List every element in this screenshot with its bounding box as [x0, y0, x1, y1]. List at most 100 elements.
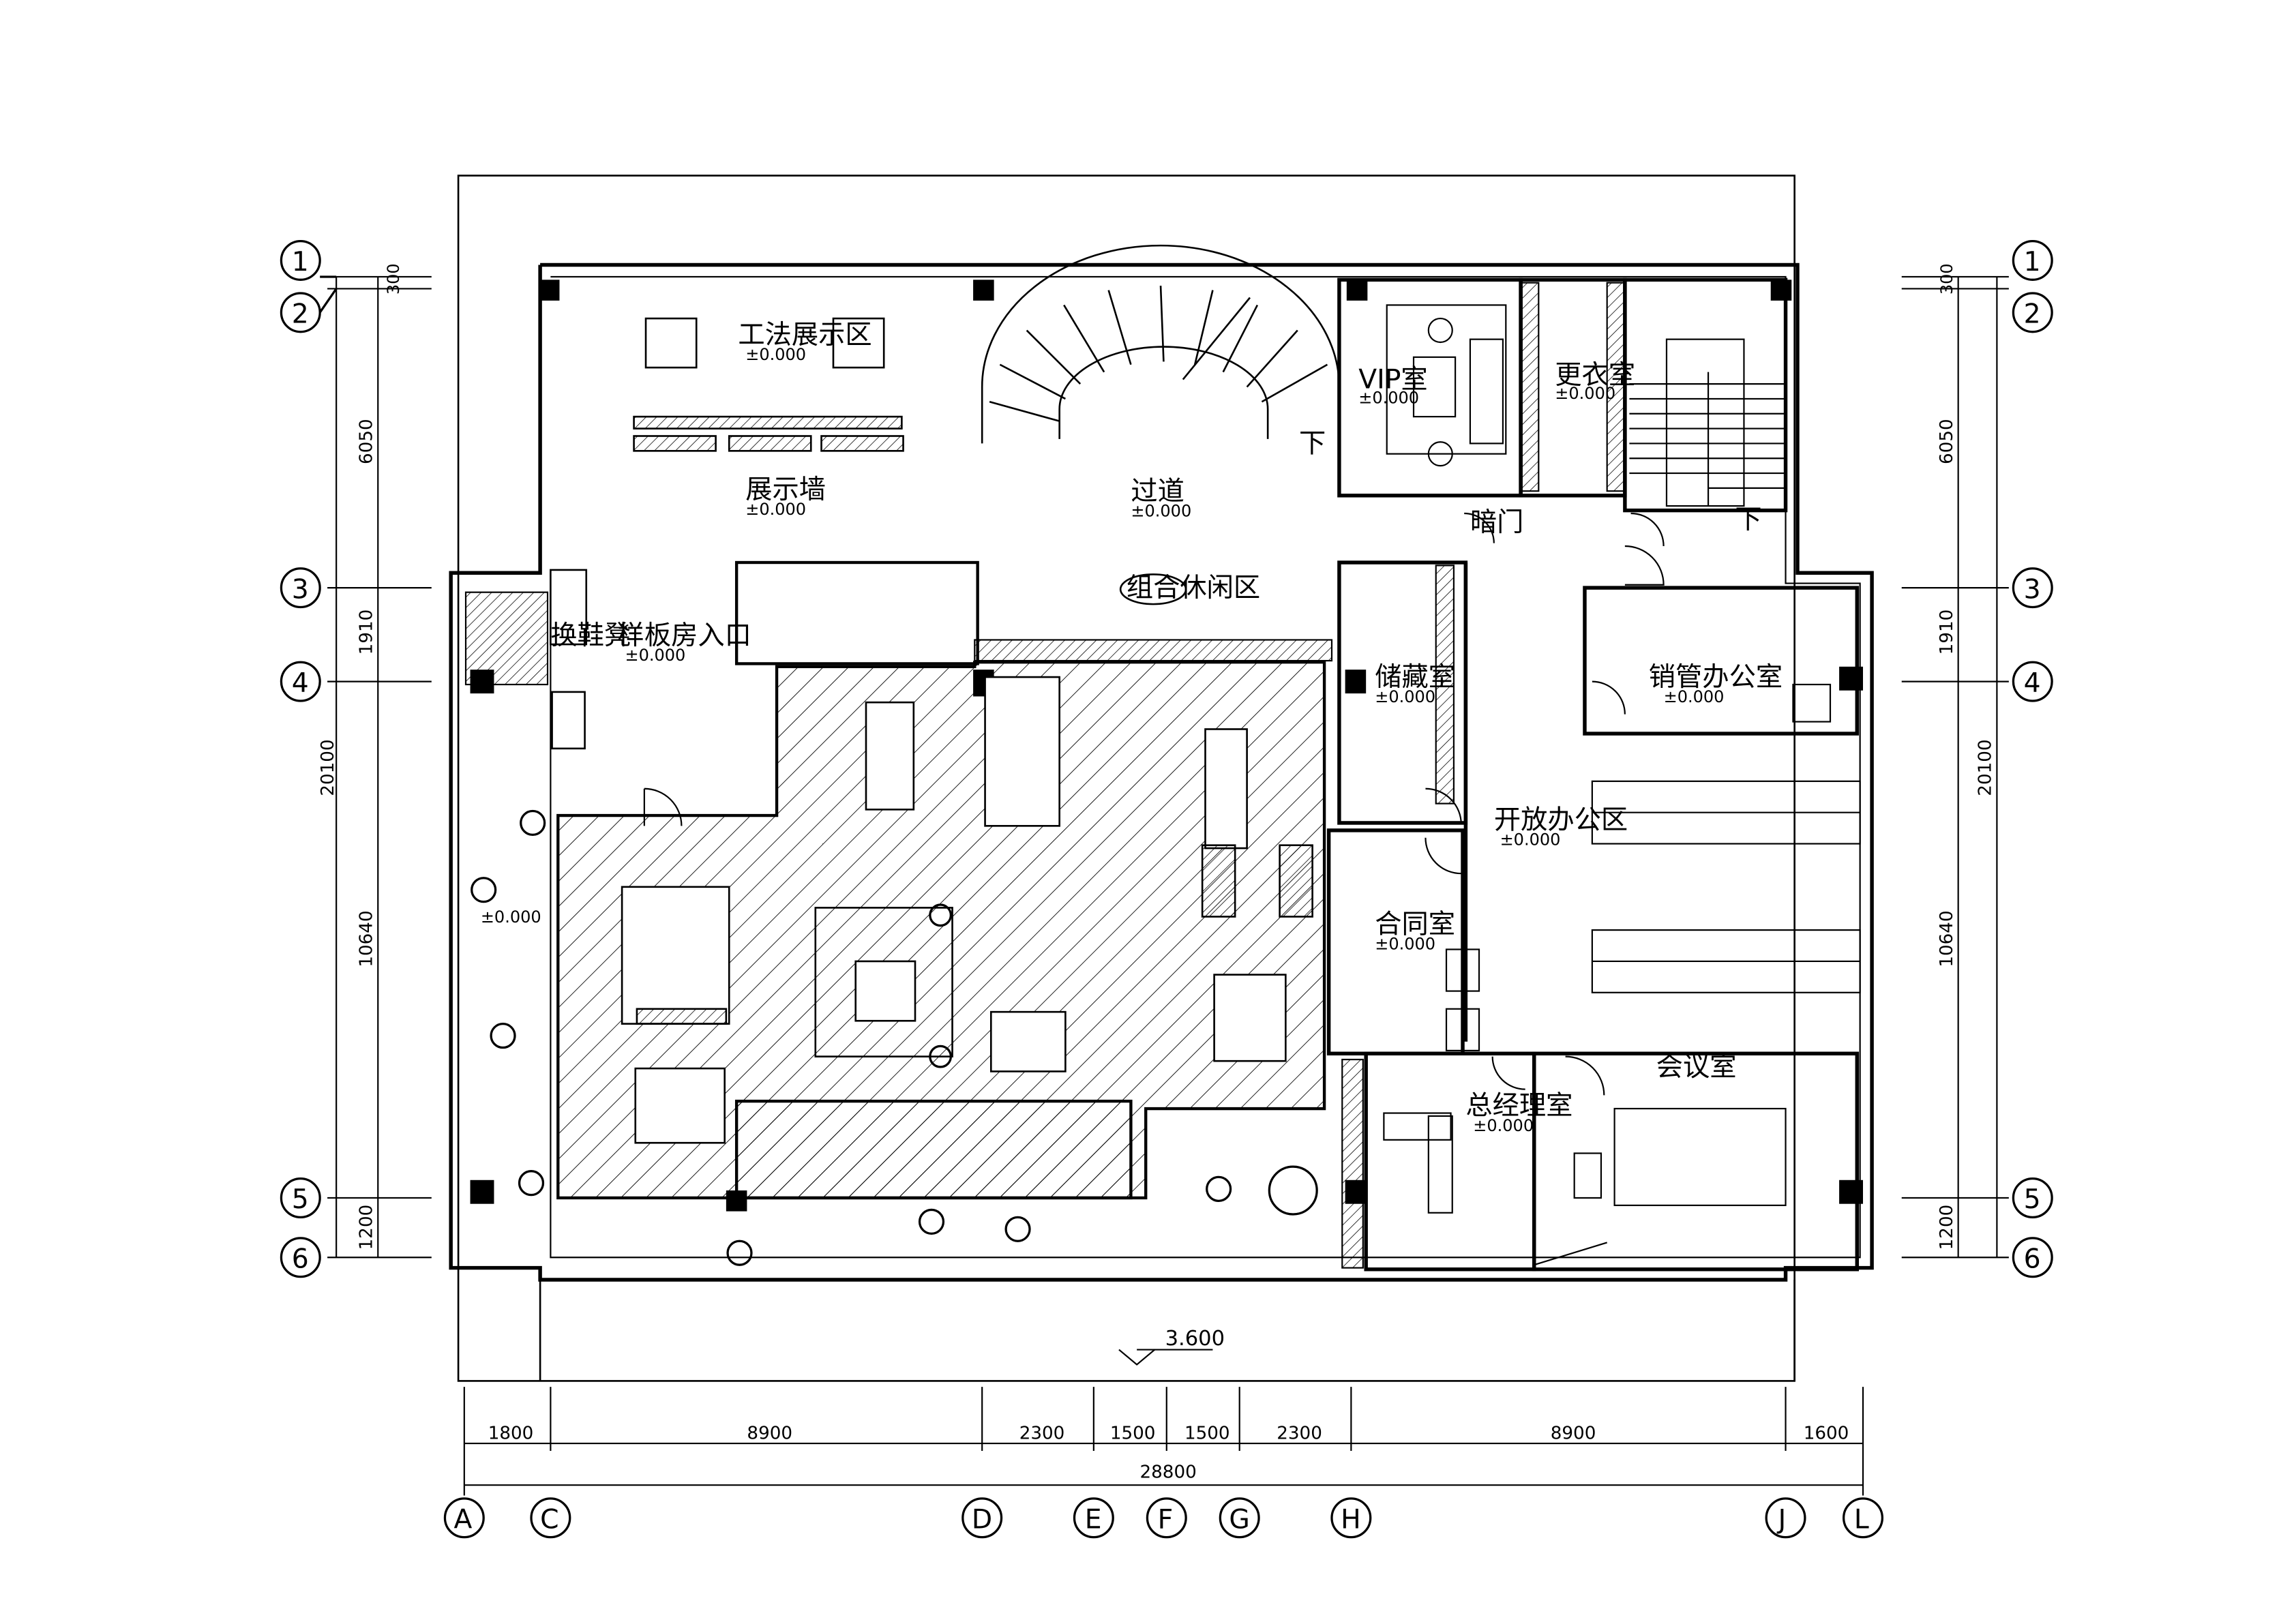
label-contract: 合同室 — [1375, 909, 1455, 940]
dim-h-2: 2300 — [1019, 1424, 1065, 1444]
spiral-staircase — [981, 244, 1341, 444]
grid-bottom-F: F — [1158, 1504, 1174, 1535]
elev-storage: ±0.000 — [1375, 687, 1435, 706]
straight-staircase — [1629, 338, 1786, 507]
label-corridor: 过道 — [1131, 476, 1184, 507]
grid-left-2: 2 — [292, 299, 309, 330]
label-changing: 更衣室 — [1555, 360, 1635, 391]
bottom-dimension-texts: 1800 8900 2300 1500 1500 2300 8900 1600 … — [488, 1424, 1849, 1483]
label-display-wall: 展示墙 — [745, 475, 826, 505]
right-dimension-texts: 300 6050 1910 10640 1200 20100 — [1937, 263, 1996, 1250]
label-shoe-change: 换鞋凳 — [550, 620, 631, 651]
label-open-office: 开放办公区 — [1494, 805, 1628, 836]
dim-v-right-0: 300 — [1937, 263, 1956, 295]
display-furniture — [550, 317, 1187, 750]
wall-hatch-strips — [464, 282, 1626, 1269]
office-workstations — [1383, 683, 1861, 1214]
grid-left-6: 6 — [292, 1244, 309, 1275]
vip-furniture — [1386, 304, 1507, 467]
dim-h-6: 8900 — [1551, 1424, 1596, 1444]
grid-right-1: 1 — [2024, 247, 2041, 277]
label-gm-office: 总经理室 — [1465, 1091, 1572, 1122]
grid-right-4: 4 — [2024, 668, 2041, 699]
grid-bottom-L: L — [1854, 1504, 1869, 1535]
grid-bubble-labels-bottom: A C D E F G H J L — [454, 1504, 1869, 1535]
grid-right-3: 3 — [2024, 574, 2041, 605]
elev-sales-office: ±0.000 — [1664, 687, 1725, 706]
left-dimension-texts: 300 6050 1910 10640 1200 20100 — [318, 263, 403, 1250]
dim-v-left-3: 10640 — [357, 910, 377, 967]
dim-v-left-total: 20100 — [318, 739, 338, 796]
elev-display-wall: ±0.000 — [745, 500, 806, 519]
grid-right-6: 6 — [2024, 1244, 2041, 1275]
label-sales-office: 销管办公室 — [1649, 662, 1783, 693]
dim-h-total: 28800 — [1139, 1462, 1196, 1482]
elev-vip: ±0.000 — [1358, 388, 1419, 407]
grid-bubbles-bottom — [443, 1497, 1884, 1539]
dim-v-left-4: 1200 — [357, 1205, 377, 1250]
dim-v-left-2: 1910 — [357, 610, 377, 655]
grid-bubble-labels-right: 1 2 3 4 5 6 — [2024, 247, 2041, 1274]
grid-bottom-A: A — [454, 1504, 473, 1535]
grid-right-2: 2 — [2024, 299, 2041, 330]
label-storage: 储藏室 — [1375, 662, 1455, 693]
elev-model-entrance: ±0.000 — [625, 646, 685, 665]
room-labels: 工法展示区 ±0.000 展示墙 ±0.000 过道 ±0.000 VIP室 ±… — [481, 320, 1783, 1135]
grid-bottom-C: C — [540, 1504, 558, 1535]
label-lounge: 组合休闲区 — [1127, 573, 1260, 603]
left-dimension-lines — [327, 275, 432, 1259]
grid-bottom-E: E — [1085, 1504, 1102, 1535]
grid-right-5: 5 — [2024, 1184, 2041, 1215]
terrace-outline — [457, 175, 1795, 1382]
grid-left-4: 4 — [292, 668, 309, 699]
grid-bottom-D: D — [972, 1504, 992, 1535]
elev-contract: ±0.000 — [1375, 934, 1435, 953]
grid-bubbles-right — [2012, 239, 2053, 1278]
grid-left-1: 1 — [292, 247, 309, 277]
label-stair-down-1: 下 — [1299, 428, 1326, 459]
elev-gm-office: ±0.000 — [1473, 1116, 1534, 1135]
dim-h-1: 8900 — [747, 1424, 792, 1444]
grid-bottom-J: J — [1776, 1504, 1787, 1535]
apartment-furniture — [621, 676, 1313, 1144]
label-dark-door: 暗门 — [1470, 507, 1524, 538]
grid-bottom-G: G — [1229, 1504, 1249, 1535]
dim-v-left-1: 6050 — [357, 419, 377, 464]
grid-bottom-H: H — [1341, 1504, 1361, 1535]
model-apartment-area — [556, 560, 1326, 1200]
elev-west-terrace: ±0.000 — [481, 907, 541, 927]
dim-h-5: 2300 — [1277, 1424, 1322, 1444]
building-outline — [449, 262, 1874, 1282]
label-craft-display: 工法展示区 — [738, 320, 871, 350]
elev-corridor: ±0.000 — [1131, 501, 1191, 520]
grid-left-3: 3 — [292, 574, 309, 605]
elev-open-office: ±0.000 — [1500, 830, 1561, 850]
level-marker: 3.600 — [1118, 1327, 1225, 1366]
plants — [471, 809, 1318, 1266]
dim-h-4: 1500 — [1184, 1424, 1230, 1444]
bottom-dimension-lines — [463, 1387, 1864, 1496]
right-dimension-lines — [1901, 275, 2009, 1259]
dim-v-right-4: 1200 — [1937, 1205, 1957, 1250]
label-stair-down-2: 下 — [1735, 505, 1761, 535]
dim-v-right-1: 6050 — [1937, 419, 1957, 464]
grid-bubbles-left — [280, 239, 338, 1278]
label-model-entrance: 样板房入口 — [618, 620, 751, 651]
dim-h-0: 1800 — [488, 1424, 534, 1444]
label-meeting: 会议室 — [1656, 1052, 1737, 1083]
elev-changing: ±0.000 — [1555, 384, 1615, 403]
grid-bubble-labels-left: 1 2 3 4 5 6 — [292, 247, 309, 1274]
grid-left-5: 5 — [292, 1184, 309, 1215]
dim-v-right-2: 1910 — [1937, 610, 1957, 655]
dim-h-7: 1600 — [1804, 1424, 1849, 1444]
dim-v-right-total: 20100 — [1976, 739, 1996, 796]
structural-columns — [470, 280, 1864, 1212]
elev-craft-display: ±0.000 — [745, 345, 806, 364]
door-swings — [643, 512, 1665, 1266]
level-value: 3.600 — [1165, 1327, 1225, 1351]
label-vip: VIP室 — [1358, 365, 1427, 395]
dim-v-left-0: 300 — [384, 263, 403, 295]
dim-h-3: 1500 — [1110, 1424, 1156, 1444]
dim-v-right-3: 10640 — [1937, 910, 1957, 967]
